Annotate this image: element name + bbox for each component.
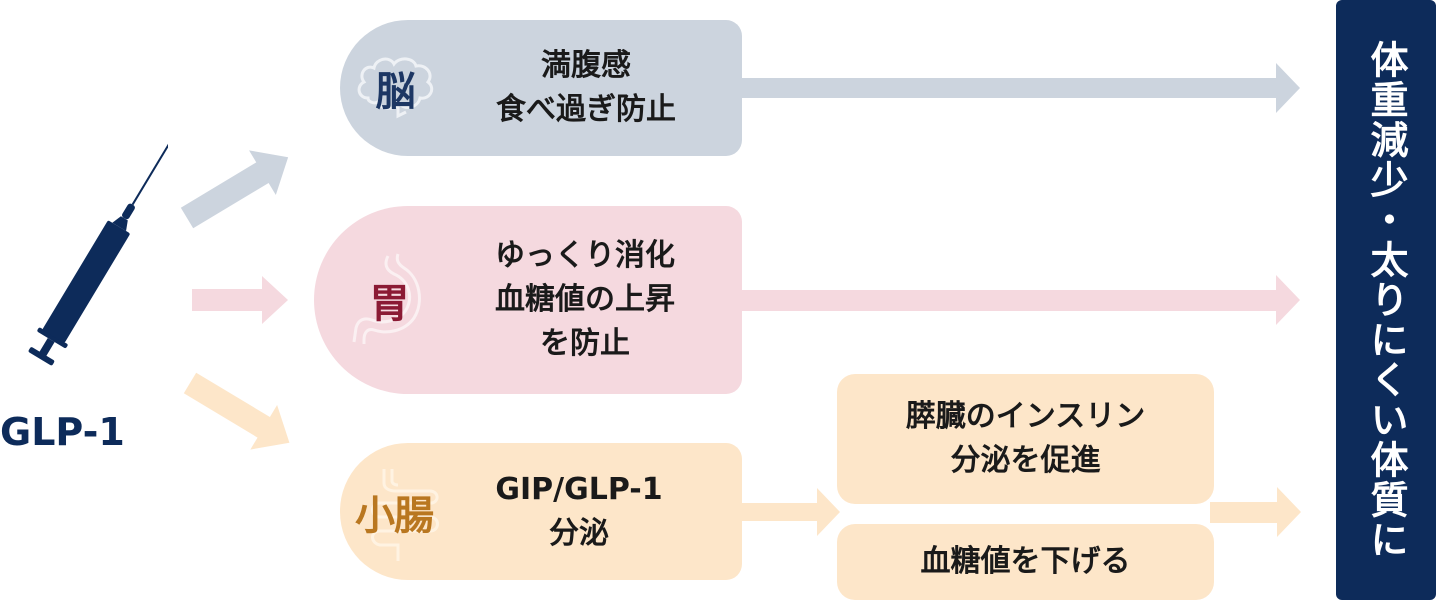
organ-label-intestine: 小腸	[355, 492, 434, 539]
arrow-stomach-to-result	[740, 275, 1300, 325]
result-text: 体重減少・太りにくい体質に	[1364, 40, 1408, 560]
organ-box-brain: 脳 満腹感 食べ過ぎ防止	[340, 20, 742, 156]
text-line: 分泌	[549, 515, 609, 551]
arrow-brain-to-result	[740, 63, 1300, 113]
result-box: 体重減少・太りにくい体質に	[1336, 0, 1436, 600]
organ-icon-area: 脳	[340, 20, 450, 156]
organ-effect-text-intestine: GIP/GLP-1 分泌	[448, 468, 742, 556]
arrow-to-brain	[180, 150, 289, 229]
arrow-to-intestine	[183, 372, 290, 450]
organ-label-stomach: 胃	[369, 281, 410, 327]
effect-box-insulin: 膵臓のインスリン 分泌を促進	[837, 374, 1214, 504]
text-line: 血糖値を下げる	[920, 544, 1131, 579]
text-line: 満腹感	[541, 48, 631, 83]
arrow-intestine-to-effects	[740, 488, 840, 536]
effect-box-glucose: 血糖値を下げる	[837, 524, 1214, 600]
organ-label-brain: 脳	[375, 69, 416, 115]
text-line: 血糖値の上昇	[495, 282, 675, 317]
organ-icon-area: 小腸	[340, 443, 448, 580]
organ-effect-text-brain: 満腹感 食べ過ぎ防止	[450, 44, 742, 132]
syringe-icon	[28, 142, 168, 366]
organ-box-intestine: 小腸 GIP/GLP-1 分泌	[340, 443, 742, 580]
text-line: 食べ過ぎ防止	[496, 92, 676, 127]
text-line: GIP/GLP-1	[495, 471, 663, 507]
organ-effect-text-stomach: ゆっくり消化 血糖値の上昇 を防止	[454, 234, 742, 366]
arrow-to-stomach	[192, 276, 288, 324]
text-line: ゆっくり消化	[495, 238, 675, 273]
text-line: を防止	[540, 326, 630, 361]
organ-icon-area: 胃	[324, 206, 454, 394]
text-line: 分泌を促進	[950, 443, 1101, 478]
stomach-icon	[352, 253, 421, 344]
intestine-icon	[371, 469, 439, 561]
brain-icon	[357, 57, 434, 119]
arrow-effects-to-result	[1210, 487, 1301, 537]
organ-box-stomach: 胃 ゆっくり消化 血糖値の上昇 を防止	[314, 206, 742, 394]
text-line: 膵臓のインスリン	[905, 399, 1146, 434]
drug-label: GLP-1	[0, 410, 125, 454]
